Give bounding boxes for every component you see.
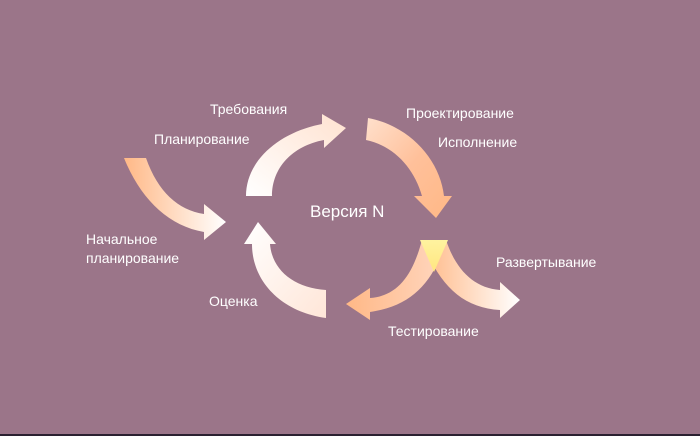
- label-design: Проектирование: [406, 105, 514, 121]
- label-planning: Планирование: [154, 131, 250, 147]
- testing-arrow: [346, 240, 446, 320]
- label-execution: Исполнение: [438, 134, 518, 150]
- label-requirements: Требования: [210, 101, 288, 117]
- evaluation-arrow: [244, 222, 326, 318]
- label-evaluation: Оценка: [209, 293, 258, 309]
- initial-planning-arrow: [124, 158, 226, 240]
- bottom-divider: [0, 434, 700, 436]
- deployment-arrow: [422, 240, 520, 318]
- split-highlight: [420, 240, 448, 272]
- label-testing: Тестирование: [388, 323, 479, 339]
- design-arrow: [366, 118, 452, 218]
- center-version-label: Версия N: [310, 202, 385, 221]
- label-deployment: Развертывание: [496, 254, 597, 270]
- label-initial-planning-1: Начальное: [86, 231, 158, 247]
- requirements-arrow: [246, 114, 346, 196]
- label-initial-planning-2: планирование: [86, 250, 180, 266]
